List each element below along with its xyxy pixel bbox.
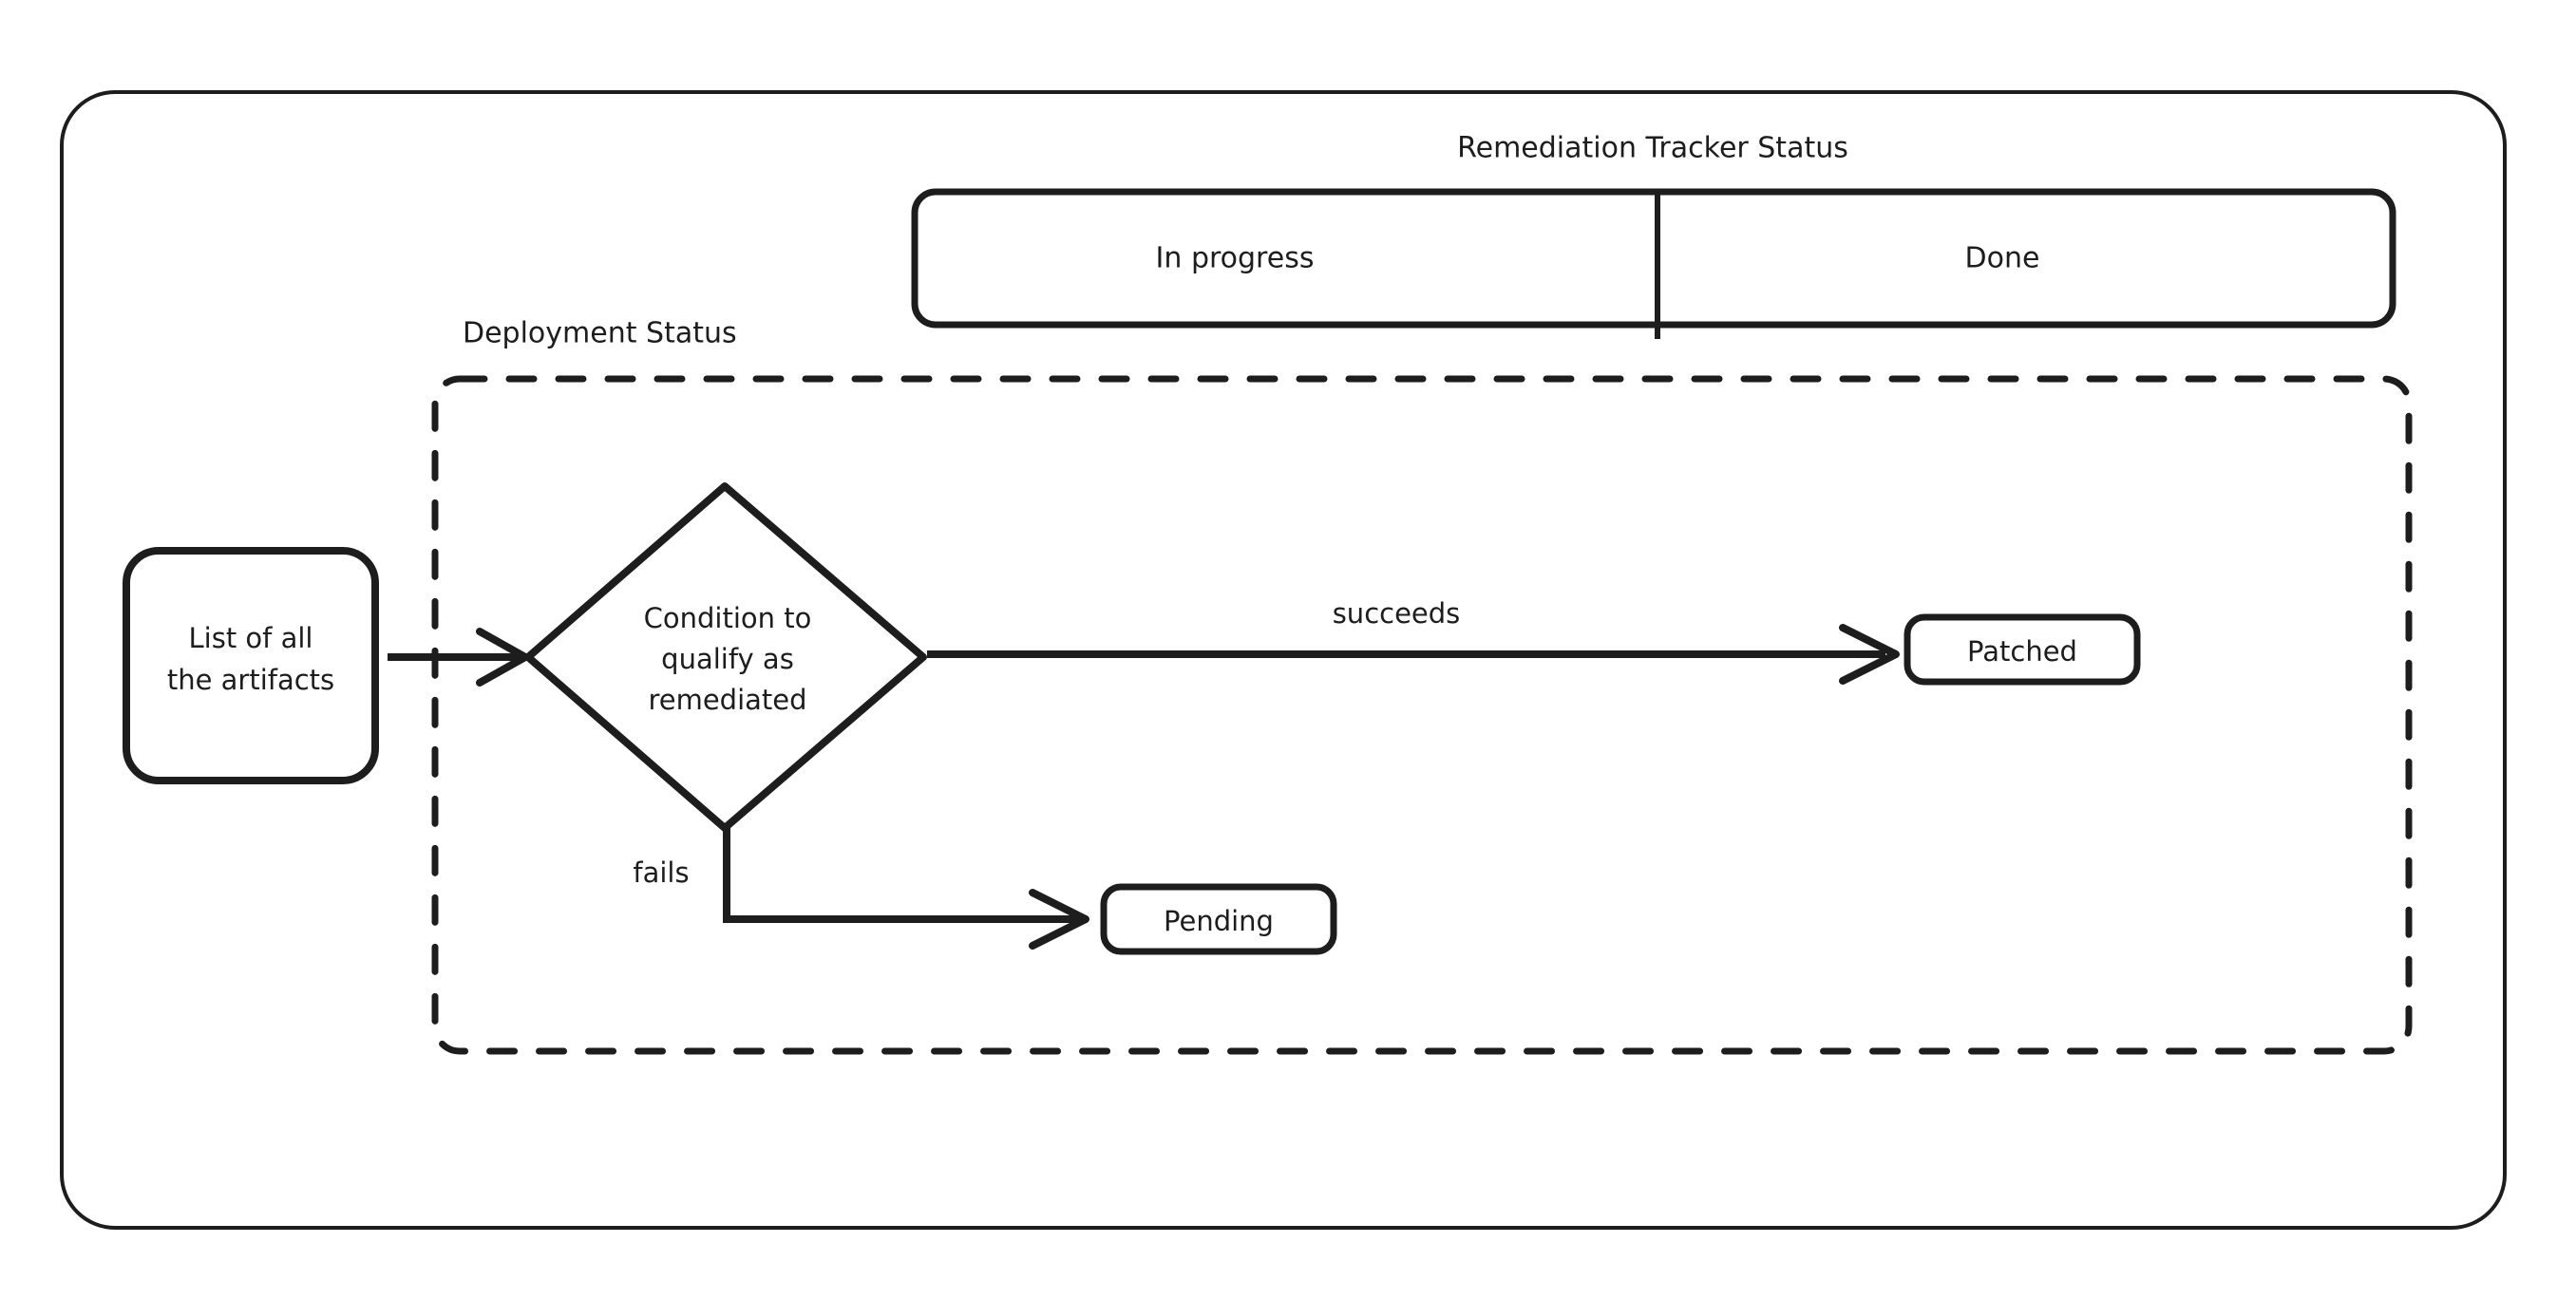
node-pending-label: Pending [1164, 905, 1274, 937]
group-label-deployment-status: Deployment Status [463, 317, 737, 350]
node-artifacts-label-line1: List of all [189, 622, 313, 654]
edge-condition-to-patched-arrowhead [1839, 624, 1900, 685]
node-condition-label-line1: Condition to [644, 602, 812, 634]
swimlane-label-in-progress: In progress [1156, 242, 1315, 275]
edge-condition-to-pending [723, 828, 1078, 923]
edge-label-succeeds: succeeds [1333, 597, 1461, 630]
edge-condition-to-pending-arrowhead [1029, 889, 1089, 950]
node-pending-box[interactable] [1100, 883, 1337, 955]
node-artifacts-box[interactable] [123, 547, 379, 784]
deployment-status-group [431, 375, 2413, 1055]
node-condition-label-line2: qualify as [661, 643, 794, 675]
node-condition-label-line3: remediated [648, 684, 806, 716]
node-patched-box[interactable] [1904, 613, 2141, 686]
diagram-title: Remediation Tracker Status [1457, 132, 1848, 165]
node-patched-label: Patched [1967, 635, 2077, 668]
edge-label-fails: fails [633, 857, 689, 889]
swimlane-frame [911, 188, 2396, 329]
node-artifacts-label-line2: the artifacts [167, 664, 334, 696]
swimlane-label-done: Done [1965, 242, 2040, 275]
